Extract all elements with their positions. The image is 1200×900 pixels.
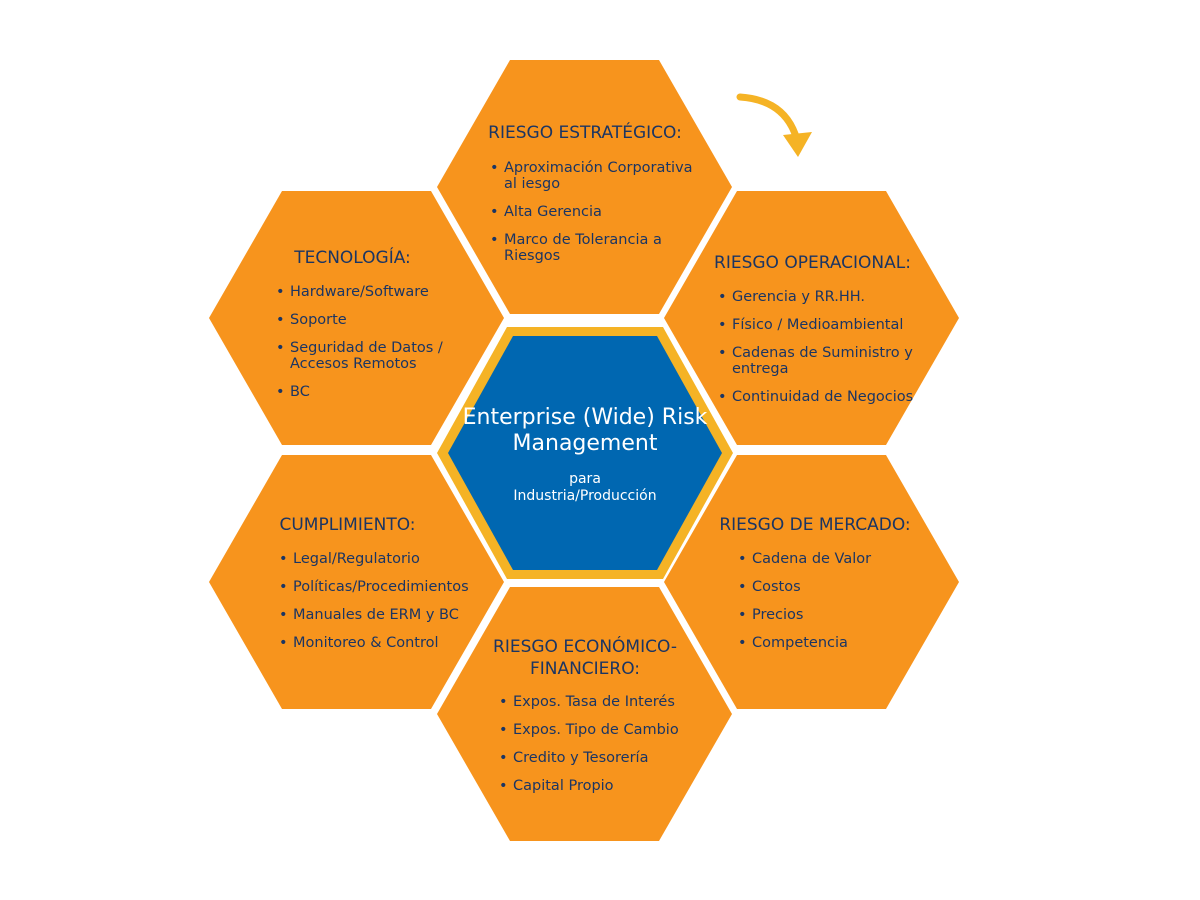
list-item: Competencia (738, 635, 918, 651)
operacional-list: Gerencia y RR.HH. Físico / Medioambienta… (718, 289, 923, 417)
list-item: Expos. Tipo de Cambio (499, 722, 694, 738)
mercado-list: Cadena de Valor Costos Precios Competenc… (738, 551, 918, 663)
list-item: Hardware/Software (276, 284, 466, 300)
economico-list: Expos. Tasa de Interés Expos. Tipo de Ca… (499, 694, 694, 806)
list-item: Costos (738, 579, 918, 595)
tecnologia-list: Hardware/Software Soporte Seguridad de D… (276, 284, 466, 412)
mercado-title: RIESGO DE MERCADO: (719, 515, 911, 535)
list-item: Gerencia y RR.HH. (718, 289, 923, 305)
list-item: Soporte (276, 312, 466, 328)
list-item: Alta Gerencia (490, 204, 695, 220)
list-item: Expos. Tasa de Interés (499, 694, 694, 710)
list-item: Cadenas de Suministro y entrega (718, 345, 923, 377)
center-subtitle-line2: Industria/Producción (513, 488, 657, 504)
center-subtitle: para Industria/Producción (445, 471, 725, 505)
list-item: Políticas/Procedimientos (279, 579, 479, 595)
list-item: Capital Propio (499, 778, 694, 794)
economico-title: RIESGO ECONÓMICO-FINANCIERO: (493, 637, 677, 679)
list-item: Precios (738, 607, 918, 623)
list-item: Monitoreo & Control (279, 635, 479, 651)
list-item: Aproximación Corporativa al iesgo (490, 160, 695, 192)
list-item: Continuidad de Negocios (718, 389, 923, 405)
list-item: Marco de Tolerancia a Riesgos (490, 232, 695, 264)
list-item: Físico / Medioambiental (718, 317, 923, 333)
cumplimiento-list: Legal/Regulatorio Políticas/Procedimient… (279, 551, 479, 663)
center-subtitle-line1: para (569, 471, 601, 487)
center-title: Enterprise (Wide) Risk Management (462, 405, 708, 456)
estrategico-title: RIESGO ESTRATÉGICO: (488, 123, 682, 143)
arrow-head-icon (783, 132, 812, 157)
curved-arrow-icon (736, 93, 801, 144)
cumplimiento-title: CUMPLIMIENTO: (279, 515, 416, 535)
list-item: BC (276, 384, 466, 400)
list-item: Credito y Tesorería (499, 750, 694, 766)
list-item: Cadena de Valor (738, 551, 918, 567)
list-item: Legal/Regulatorio (279, 551, 479, 567)
list-item: Manuales de ERM y BC (279, 607, 479, 623)
operacional-title: RIESGO OPERACIONAL: (714, 253, 911, 273)
estrategico-list: Aproximación Corporativa al iesgo Alta G… (490, 160, 695, 276)
list-item: Seguridad de Datos / Accesos Remotos (276, 340, 466, 372)
center-hexagon (448, 336, 722, 570)
tecnologia-title: TECNOLOGÍA: (294, 248, 411, 268)
